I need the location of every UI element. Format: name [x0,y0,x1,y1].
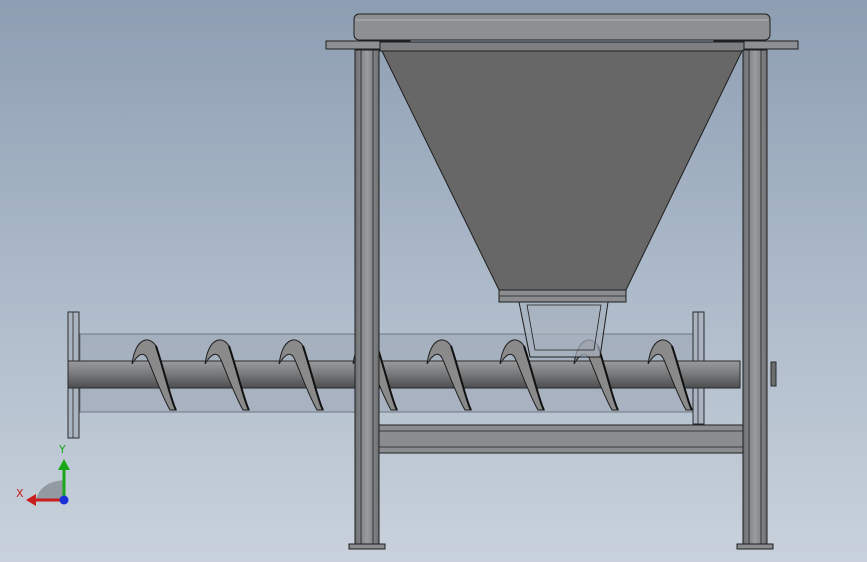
hopper-lid [325,13,799,52]
coordinate-triad-icon[interactable] [26,459,70,506]
triad-z-axis [59,495,69,505]
screw-shaft [67,360,741,389]
shaft-end-stub [770,361,777,387]
screw-flight-edge [302,345,324,411]
hopper-cone [381,50,743,291]
screw-flight-edge [155,345,177,411]
triad-y-arrow [58,459,70,470]
screw-flights [131,339,693,411]
screw-flight-edge [450,345,472,411]
screw-flight-edge [671,345,693,411]
left-frame-post [348,49,386,550]
frame-cross-beam [378,424,744,454]
triad-plane-indicator [36,480,64,500]
hopper-outlet [498,289,627,358]
right-frame-post [736,49,774,550]
triad-x-label: X [16,487,24,500]
screw-flight-edge [228,345,250,411]
triad-x-arrow [26,494,36,506]
screw-flight-edge [523,345,545,411]
triad-y-label: Y [59,443,66,456]
